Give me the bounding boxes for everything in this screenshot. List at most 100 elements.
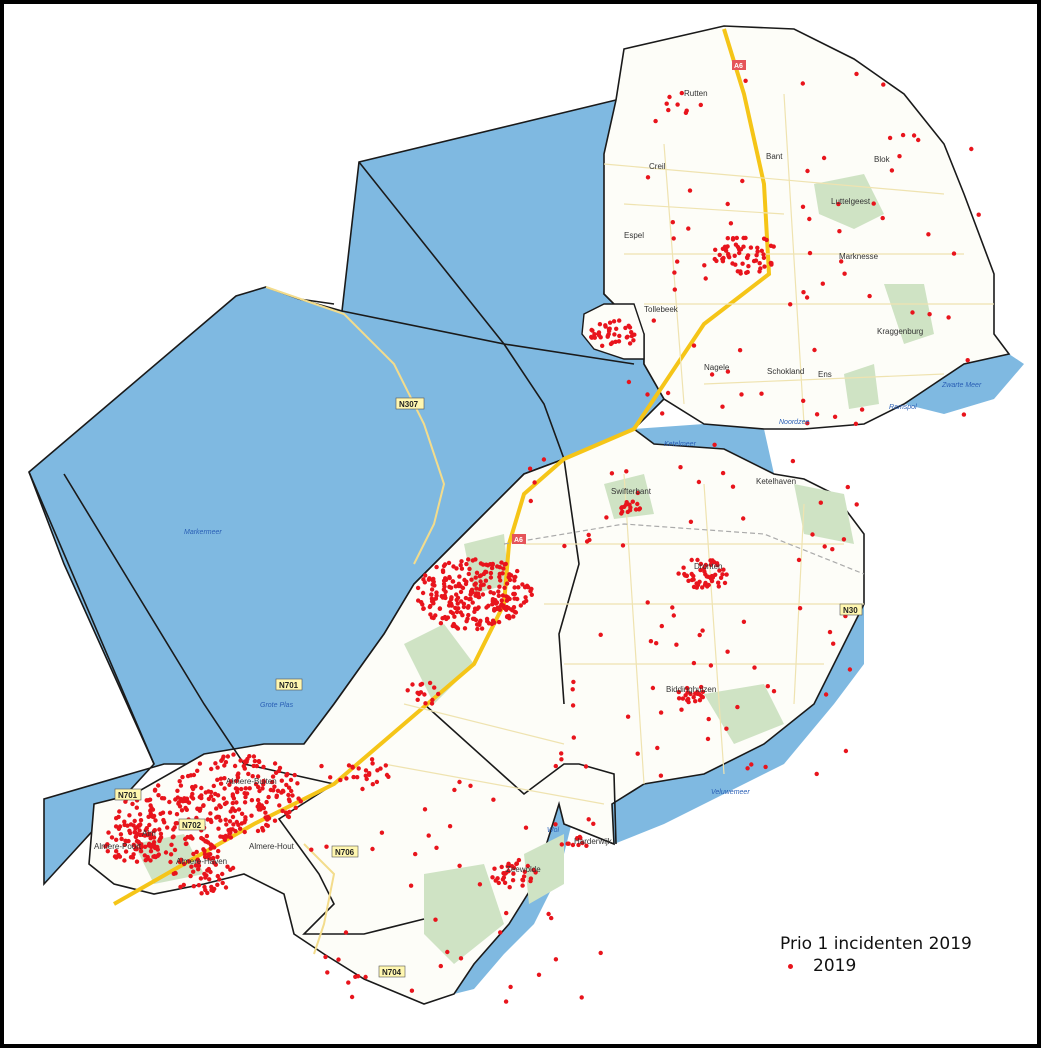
incident-dot (430, 578, 435, 583)
forest-patch (524, 834, 564, 904)
incident-dot (504, 581, 510, 586)
incident-dot (514, 861, 519, 867)
incident-dot (287, 809, 292, 815)
incident-dot (225, 754, 231, 759)
incident-dot (496, 589, 501, 594)
incident-dot (408, 883, 414, 888)
incident-dot (528, 588, 533, 594)
incident-dot (946, 315, 951, 320)
incident-dot (190, 786, 196, 792)
incident-dot (447, 603, 452, 608)
incident-dot (720, 404, 725, 409)
incident-dot (443, 576, 448, 581)
incident-dot (797, 606, 803, 611)
incident-dot (353, 974, 358, 979)
incident-dot (522, 585, 528, 590)
incident-dot (218, 818, 223, 823)
incident-dot (214, 806, 219, 811)
incident-dot (625, 714, 631, 719)
incident-dot (458, 956, 464, 961)
incident-points (103, 71, 981, 1004)
water-label-wolderwijd: Wol (547, 827, 560, 834)
incident-dot (674, 642, 679, 647)
incident-dot (423, 573, 428, 578)
incident-dot (363, 773, 368, 778)
incident-dot (492, 620, 497, 625)
incident-dot (221, 754, 226, 759)
incident-dot (161, 817, 166, 823)
incident-dot (239, 811, 245, 816)
incident-dot (182, 861, 187, 867)
incident-dot (369, 757, 375, 762)
incident-dot (440, 568, 446, 573)
incident-dot (845, 484, 850, 490)
incident-dot (693, 691, 698, 696)
incident-dot (670, 220, 675, 225)
incident-dot (218, 781, 224, 786)
place-labels: Rutten Creil Bant Blok Luttelgeest Espel… (94, 89, 923, 874)
incident-dot (275, 788, 281, 793)
incident-dot (511, 871, 516, 876)
incident-dot (247, 754, 252, 759)
incident-dot (177, 804, 183, 809)
incident-dot (822, 544, 827, 549)
incident-dot (370, 761, 375, 766)
place-label-dronten: Dronten (694, 562, 722, 571)
incident-dot (625, 509, 630, 515)
incident-dot (698, 102, 703, 108)
water-layer (28, 98, 1024, 994)
incident-dot (655, 745, 660, 751)
incident-dot (497, 584, 502, 589)
incident-dot (251, 754, 257, 759)
incident-dot (189, 864, 194, 869)
incident-dot (260, 786, 265, 791)
incident-dot (338, 777, 343, 783)
incident-dot (603, 324, 608, 329)
incident-dot (416, 598, 421, 603)
incident-dot (235, 789, 240, 795)
incident-dot (235, 775, 241, 780)
incident-dot (504, 910, 509, 916)
incident-dot (277, 803, 282, 808)
incident-dot (190, 836, 195, 841)
incident-dot (131, 842, 136, 847)
road-badge-n704: N704 (378, 965, 406, 978)
incident-dot (450, 623, 455, 629)
place-label-almere: Alm (142, 829, 156, 838)
svg-text:N701: N701 (118, 791, 138, 800)
incident-dot (152, 788, 158, 793)
forest-patch (844, 364, 879, 409)
incident-dot (185, 834, 190, 840)
incident-dot (286, 785, 292, 790)
incident-dot (504, 598, 510, 603)
incident-dot (437, 606, 443, 611)
incident-dot (434, 845, 439, 850)
incident-dot (667, 94, 672, 100)
incident-dot (684, 685, 690, 691)
incident-dot (525, 863, 530, 869)
incident-dot (230, 800, 235, 806)
incident-dot (421, 606, 426, 611)
incident-dot (224, 822, 229, 827)
incident-dot (502, 562, 507, 567)
incident-dot (513, 574, 518, 580)
incident-dot (559, 757, 564, 762)
incident-dot (686, 578, 691, 583)
incident-dot (196, 883, 202, 888)
incident-dot (193, 863, 199, 868)
incident-dot (725, 369, 731, 374)
incident-dot (175, 788, 180, 793)
incident-dot (532, 480, 537, 485)
incident-dot (147, 841, 152, 847)
incident-dot (740, 261, 745, 266)
incident-dot (147, 797, 153, 802)
local-road (603, 93, 994, 425)
incident-dot (672, 287, 677, 292)
incident-dot (201, 803, 206, 808)
incident-dot (177, 779, 182, 784)
incident-dot (521, 874, 527, 879)
incident-dot (215, 873, 220, 879)
incident-dot (501, 566, 506, 571)
incident-dot (419, 681, 425, 687)
incident-dot (619, 511, 624, 516)
